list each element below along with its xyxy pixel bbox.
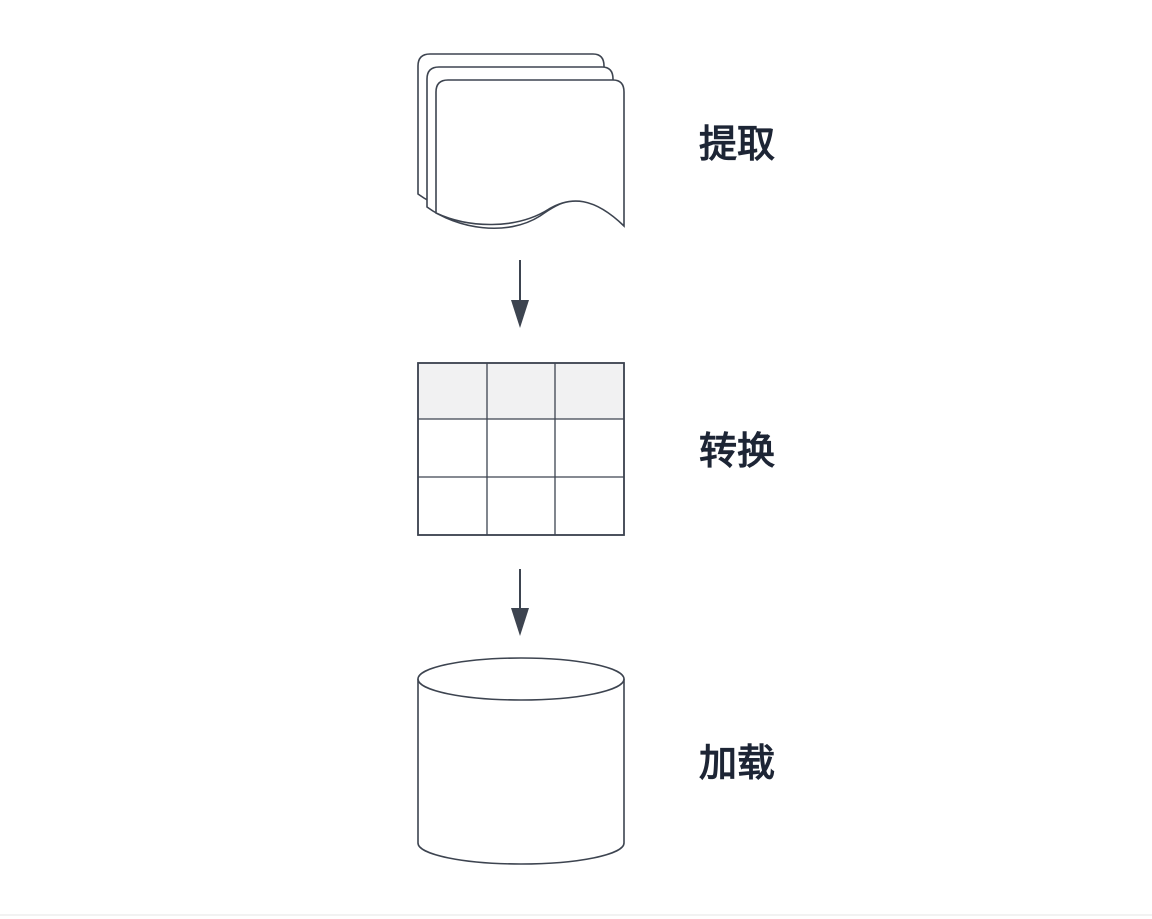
cylinder-top [417,657,625,701]
arrow-transform-to-load [511,569,529,636]
stage-label-load: 加载 [699,741,775,785]
table-header-row [419,364,623,419]
cylinder-body [417,679,625,865]
stacked-documents-icon [417,53,625,230]
stage-label-extract: 提取 [699,122,775,166]
database-cylinder-icon [417,657,625,865]
arrow-extract-to-transform [511,260,529,328]
table-grid-icon [417,362,625,536]
stage-label-transform: 转换 [699,429,775,473]
document-front [435,79,625,228]
